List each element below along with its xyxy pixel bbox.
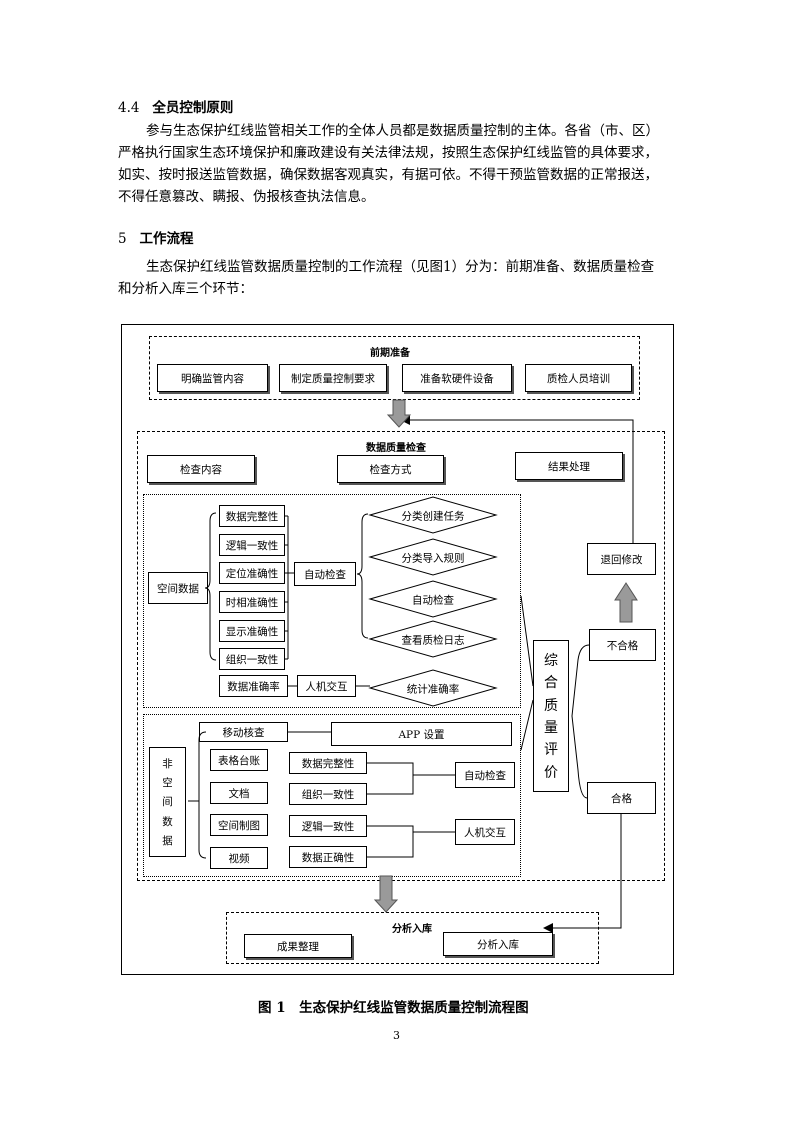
nonspatial-check: 组织一致性 [289, 783, 367, 805]
nonspatial-label-char: 非 [162, 758, 173, 771]
nonspatial-subsection [143, 714, 521, 877]
analysis-title: 分析入库 [392, 924, 432, 935]
connector-line [553, 814, 622, 929]
connector-line [367, 762, 414, 795]
bracket-line [571, 644, 590, 799]
auto-step-diamond [368, 580, 498, 618]
spatial-item: 组织一致性 [219, 648, 285, 670]
down-arrow-icon [373, 875, 399, 913]
prep-item: 明确监管内容 [157, 364, 268, 392]
evaluation-char: 质 [544, 697, 558, 714]
nonspatial-check: 逻辑一致性 [289, 815, 367, 837]
spatial-data-label: 空间数据 [148, 572, 208, 604]
stat-diamond [368, 669, 498, 707]
section-5-number: 5 [118, 231, 127, 247]
evaluation-char: 综 [544, 653, 558, 670]
bracket-line [204, 512, 217, 661]
rework-box: 退回修改 [587, 543, 656, 575]
spatial-item: 逻辑一致性 [219, 534, 285, 556]
nonspatial-label: 非 空 间 数 据 [149, 747, 186, 857]
check-section [137, 431, 665, 881]
evaluation-char: 量 [544, 720, 558, 737]
accuracy-rate: 数据准确率 [219, 675, 288, 697]
section-5-title: 工作流程 [139, 231, 194, 247]
spatial-auto-check: 自动检查 [294, 562, 356, 586]
evaluation-char: 合 [544, 675, 558, 692]
fail-box: 不合格 [589, 629, 656, 661]
nonspatial-label-char: 空 [162, 777, 173, 790]
auto-step-diamond [368, 496, 498, 534]
paragraph-line: 严格执行国家生态环境保护和廉政建设有关法律法规，按照生态保护红线监管的具体要求， [118, 145, 658, 161]
up-arrow-icon [614, 582, 638, 623]
connector-line [520, 595, 534, 687]
nonspatial-type: 空间制图 [210, 814, 268, 836]
nonspatial-label-char: 间 [162, 796, 173, 809]
analysis-item: 成果整理 [244, 934, 352, 958]
check-header-item: 结果处理 [515, 452, 623, 480]
connector-line [520, 699, 534, 751]
nonspatial-check: 数据完整性 [289, 752, 367, 774]
auto-step-label: 分类创建任务 [401, 510, 465, 523]
page-number: 3 [393, 1029, 400, 1042]
bracket-line [356, 513, 369, 639]
check-title: 数据质量检查 [366, 443, 426, 454]
nonspatial-check: 数据正确性 [289, 846, 367, 868]
nonspatial-type: 视频 [210, 847, 268, 869]
arrowhead [543, 923, 553, 933]
connector-line [367, 825, 414, 858]
paragraph-line: 不得任意篡改、瞒报、伪报核查执法信息。 [118, 189, 375, 205]
paragraph-line: 生态保护红线监管数据质量控制的工作流程（见图1）分为：前期准备、数据质量检查 [146, 259, 655, 275]
prep-item: 质检人员培训 [525, 364, 632, 392]
check-header-item: 检查内容 [147, 455, 255, 483]
down-arrow-icon [386, 399, 412, 428]
evaluation-char: 评 [544, 742, 558, 759]
section-4-4-heading: 4.4 全员控制原则 [118, 96, 233, 116]
nonspatial-auto-check: 自动检查 [455, 762, 515, 788]
comprehensive-evaluation: 综 合 质 量 评 价 [533, 640, 569, 792]
spatial-item: 显示准确性 [219, 620, 285, 642]
section-4-4-title: 全员控制原则 [152, 100, 234, 116]
pass-box: 合格 [587, 782, 656, 814]
evaluation-char: 价 [544, 764, 558, 781]
bracket-line [198, 731, 207, 859]
section-4-4-number: 4.4 [118, 100, 140, 116]
auto-step-label: 查看质检日志 [401, 634, 465, 647]
spatial-item: 时相准确性 [219, 591, 285, 613]
spatial-subsection [143, 494, 521, 708]
nonspatial-label-char: 据 [162, 834, 173, 847]
section-5-heading: 5 工作流程 [118, 227, 193, 247]
nonspatial-type: 文档 [210, 782, 268, 804]
connector-line [410, 419, 634, 543]
analysis-item: 分析入库 [443, 932, 553, 956]
spatial-human-interaction: 人机交互 [297, 675, 356, 697]
spatial-item: 定位准确性 [219, 562, 285, 584]
check-header-item: 检查方式 [337, 455, 444, 483]
paragraph-line: 参与生态保护红线监管相关工作的全体人员都是数据质量控制的主体。各省（市、区） [146, 123, 659, 139]
prep-item: 准备软硬件设备 [402, 364, 512, 392]
figure-caption: 图 1 生态保护红线监管数据质量控制流程图 [258, 1000, 529, 1016]
stat-accuracy-label: 统计准确率 [406, 683, 460, 696]
mobile-check: 移动核查 [199, 722, 288, 742]
spatial-item: 数据完整性 [219, 505, 285, 527]
paragraph-line: 和分析入库三个环节： [118, 281, 253, 297]
auto-step-diamond [368, 620, 498, 658]
app-settings: APP 设置 [331, 722, 512, 746]
auto-step-diamond [368, 538, 498, 576]
prep-title: 前期准备 [370, 348, 410, 359]
auto-step-label: 自动检查 [412, 594, 454, 607]
prep-item: 制定质量控制要求 [279, 364, 387, 392]
auto-step-label: 分类导入规则 [401, 552, 465, 565]
figure-frame [121, 324, 674, 975]
nonspatial-label-char: 数 [162, 815, 173, 828]
analysis-section [226, 912, 599, 964]
paragraph-line: 如实、按时报送监管数据，确保数据客观真实，有据可依。不得干预监管数据的正常报送， [118, 167, 658, 183]
nonspatial-type: 表格台账 [210, 749, 268, 771]
nonspatial-human-interaction: 人机交互 [455, 819, 515, 845]
